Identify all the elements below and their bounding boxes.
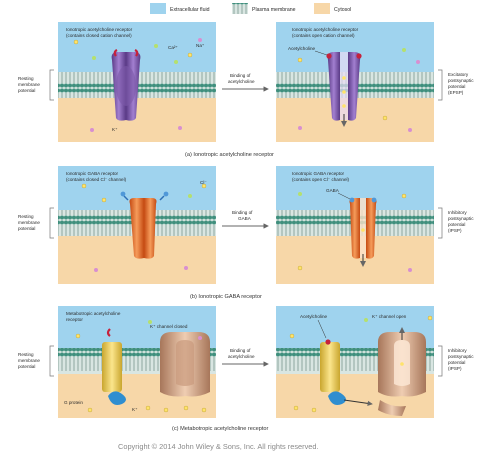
panel-c-arrow-label-2: acetylcholine bbox=[228, 354, 255, 359]
legend-swatch-extracellular bbox=[150, 3, 166, 14]
panel-b-right-title-1: Ionotropic GABA receptor bbox=[292, 171, 345, 176]
panel-a-right-side-3: potential bbox=[448, 84, 465, 89]
panel-a-right-side-4: (EPSP) bbox=[448, 90, 464, 95]
closed-ach-receptor bbox=[112, 52, 141, 121]
panel-a-ion-na: Na⁺ bbox=[196, 43, 205, 48]
panel-c-caption: (c) Metabotropic acetylcholine receptor bbox=[172, 426, 269, 432]
panel-b-left-side-2: membrane bbox=[18, 220, 40, 225]
panel-b-ion-cl: Cl⁻ bbox=[200, 180, 207, 185]
panel-a-right-side-2: postsynaptic bbox=[448, 78, 474, 83]
panel-a-right-title-1: Ionotropic acetylcholine receptor bbox=[292, 27, 359, 32]
legend-label-membrane: Plasma membrane bbox=[252, 7, 296, 13]
panel-a: Ionotropic acetylcholine receptor (conta… bbox=[18, 22, 474, 158]
legend-label-cytosol: Cytosol bbox=[334, 7, 351, 13]
panel-b-left-side-1: Resting bbox=[18, 214, 34, 219]
panel-c-k-channel-closed-label: K⁺ channel closed bbox=[150, 324, 188, 329]
panel-a-ion-ca: Ca²⁺ bbox=[168, 45, 178, 50]
panel-a-left-side-3: potential bbox=[18, 88, 35, 93]
open-ach-receptor bbox=[328, 52, 361, 126]
panel-c-left-title-1: Metabotropic acetylcholine bbox=[66, 311, 121, 316]
open-gaba-receptor bbox=[350, 198, 377, 266]
closed-gaba-receptor bbox=[130, 198, 157, 259]
panel-b-right-title-2: (contains open Cl⁻ channel) bbox=[292, 177, 350, 182]
panel-c-left-side-1: Resting bbox=[18, 352, 34, 357]
panel-c-acetylcholine-label: Acetylcholine bbox=[300, 314, 328, 319]
panel-a-acetylcholine-label: Acetylcholine bbox=[288, 46, 316, 51]
panel-b-left-title-2: (contains closed Cl⁻ channel) bbox=[66, 177, 127, 182]
panel-c-g-protein-label: G protein bbox=[64, 400, 83, 405]
panel-c-left-side-3: potential bbox=[18, 364, 35, 369]
panel-b-left-side-3: potential bbox=[18, 226, 35, 231]
panel-b-caption: (b) Ionotropic GABA receptor bbox=[190, 294, 262, 300]
legend: Extracellular fluid Plasma membrane Cyto… bbox=[150, 3, 351, 14]
panel-c-right-side-1: Inhibitory bbox=[448, 348, 467, 353]
legend-label-extracellular: Extracellular fluid bbox=[170, 7, 210, 13]
panel-b-gaba-label: GABA bbox=[326, 188, 340, 193]
panel-b-left-title-1: Ionotropic GABA receptor bbox=[66, 171, 119, 176]
panel-c-arrow-label-1: Binding of bbox=[230, 348, 251, 353]
panel-c-right-side-4: (IPSP) bbox=[448, 366, 462, 371]
panel-a-left-side-1: Resting bbox=[18, 76, 34, 81]
panel-c-right-side-3: potential bbox=[448, 360, 465, 365]
panel-a-left-title-1: Ionotropic acetylcholine receptor bbox=[66, 27, 133, 32]
panel-b-right-side-3: potential bbox=[448, 222, 465, 227]
panel-a-right-side-1: Excitatory bbox=[448, 72, 469, 77]
metabotropic-receptor-right bbox=[320, 339, 340, 392]
panel-c-left-side-2: membrane bbox=[18, 358, 40, 363]
legend-swatch-cytosol bbox=[314, 3, 330, 14]
panel-c-k-channel-open-label: K⁺ channel open bbox=[372, 314, 407, 319]
panel-c-ion-k: K⁺ bbox=[132, 407, 138, 412]
panel-a-ion-k: K⁺ bbox=[112, 127, 118, 132]
panel-a-right-title-2: (contains open cation channel) bbox=[292, 33, 355, 38]
panel-a-left-side-2: membrane bbox=[18, 82, 40, 87]
panel-c-right-side-2: postsynaptic bbox=[448, 354, 474, 359]
copyright-notice: Copyright © 2014 John Wiley & Sons, Inc.… bbox=[118, 442, 319, 451]
panel-b-arrow-label-2: GABA bbox=[238, 216, 252, 221]
panel-c-left-title-2: receptor bbox=[66, 317, 83, 322]
panel-a-left-title-2: (contains closed cation channel) bbox=[66, 33, 132, 38]
panel-b-right-side-2: postsynaptic bbox=[448, 216, 474, 221]
panel-c: Metabotropic acetylcholine receptor K⁺ c… bbox=[18, 306, 474, 432]
panel-b: Ionotropic GABA receptor (contains close… bbox=[18, 166, 474, 300]
panel-a-caption: (a) Ionotropic acetylcholine receptor bbox=[185, 152, 274, 158]
panel-a-arrow-label-1: Binding of bbox=[230, 73, 251, 78]
k-channel-closed bbox=[160, 332, 210, 397]
panel-b-arrow-label-1: Binding of bbox=[232, 210, 253, 215]
panel-a-arrow-label-2: acetylcholine bbox=[228, 79, 255, 84]
panel-b-right-side-4: (IPSP) bbox=[448, 228, 462, 233]
legend-swatch-membrane bbox=[232, 3, 248, 14]
panel-b-right-side-1: Inhibitory bbox=[448, 210, 467, 215]
